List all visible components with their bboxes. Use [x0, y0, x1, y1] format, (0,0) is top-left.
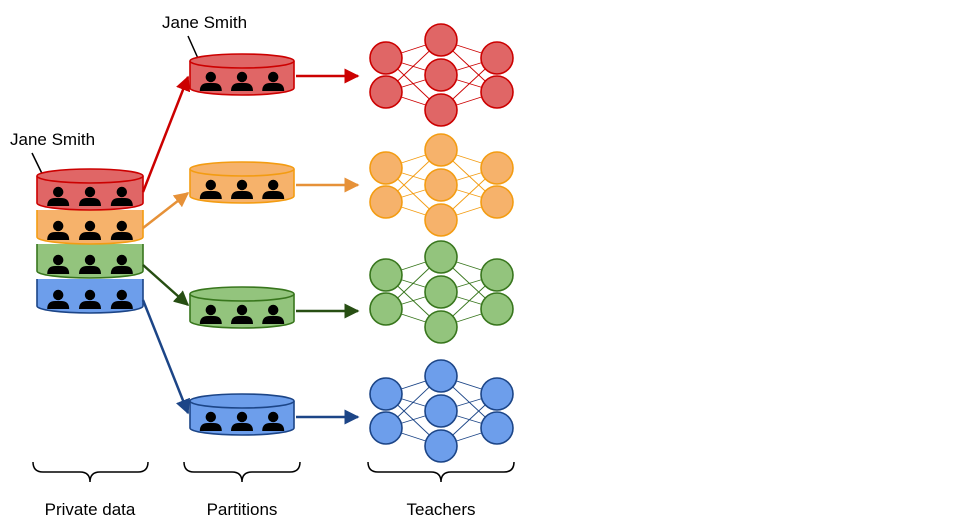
- network-node: [480, 75, 514, 109]
- person-icon: [199, 179, 222, 199]
- label-private-data: Private data: [45, 500, 136, 519]
- arrow-to-partition-red: [141, 75, 191, 193]
- network-node: [480, 258, 514, 292]
- network-node: [424, 359, 458, 393]
- network-node: [369, 377, 403, 411]
- network-node: [424, 93, 458, 127]
- private-data-layer-orange: [36, 210, 144, 245]
- person-icon: [231, 411, 253, 431]
- person-icon: [231, 304, 253, 324]
- arrow-to-partition-blue: [141, 299, 190, 415]
- person-icon: [79, 254, 101, 274]
- private-data-layer-blue: [36, 279, 144, 314]
- person-icon: [79, 220, 101, 240]
- partition-orange: [189, 161, 295, 204]
- network-node: [480, 377, 514, 411]
- network-node: [424, 394, 458, 428]
- network-node: [424, 203, 458, 237]
- network-node: [369, 292, 403, 326]
- network-node: [424, 240, 458, 274]
- person-icon: [110, 254, 133, 274]
- partitions-brace-icon: [183, 461, 301, 483]
- private-data-layer-red: [36, 168, 144, 211]
- network-node: [480, 411, 514, 445]
- annotation-left-name: Jane Smith: [10, 130, 95, 149]
- network-node: [424, 23, 458, 57]
- network-node: [424, 275, 458, 309]
- network-node: [480, 151, 514, 185]
- person-icon: [110, 186, 133, 206]
- person-icon: [199, 71, 222, 91]
- partitions-group: [189, 53, 295, 436]
- person-icon: [262, 304, 285, 324]
- network-node: [480, 41, 514, 75]
- network-node: [424, 133, 458, 167]
- person-icon: [262, 411, 285, 431]
- network-node: [369, 185, 403, 219]
- label-teachers: Teachers: [407, 500, 476, 519]
- person-icon: [47, 220, 70, 240]
- person-icon: [79, 289, 101, 309]
- teacher-network-red: [369, 23, 514, 127]
- person-icon: [110, 220, 133, 240]
- label-partitions: Partitions: [207, 500, 278, 519]
- partition-green: [189, 286, 295, 329]
- network-node: [369, 151, 403, 185]
- network-node: [369, 258, 403, 292]
- network-node: [369, 411, 403, 445]
- person-icon: [231, 179, 253, 199]
- network-node: [480, 292, 514, 326]
- person-icon: [79, 186, 101, 206]
- teacher-network-blue: [369, 359, 514, 463]
- network-node: [424, 58, 458, 92]
- teachers-brace-icon: [367, 461, 515, 483]
- network-node: [424, 168, 458, 202]
- teacher-network-orange: [369, 133, 514, 237]
- private-data-layer-green: [36, 244, 144, 279]
- network-node: [369, 75, 403, 109]
- arrow-to-partition-green: [142, 264, 190, 306]
- person-icon: [262, 71, 285, 91]
- annotation-top-name: Jane Smith: [162, 13, 247, 32]
- person-icon: [47, 289, 70, 309]
- person-icon: [262, 179, 285, 199]
- network-node: [480, 185, 514, 219]
- partition-red: [189, 53, 295, 96]
- person-icon: [110, 289, 133, 309]
- arrow-to-partition-orange: [142, 192, 190, 229]
- arrows-group: [141, 68, 360, 425]
- teacher-network-green: [369, 240, 514, 344]
- partition-blue: [189, 393, 295, 436]
- person-icon: [47, 254, 70, 274]
- private-data-stack: [36, 168, 144, 314]
- private-data-brace-icon: [32, 461, 149, 483]
- teachers-group: [369, 23, 514, 463]
- person-icon: [47, 186, 70, 206]
- network-node: [424, 310, 458, 344]
- person-icon: [199, 411, 222, 431]
- person-icon: [199, 304, 222, 324]
- person-icon: [231, 71, 253, 91]
- network-node: [424, 429, 458, 463]
- network-node: [369, 41, 403, 75]
